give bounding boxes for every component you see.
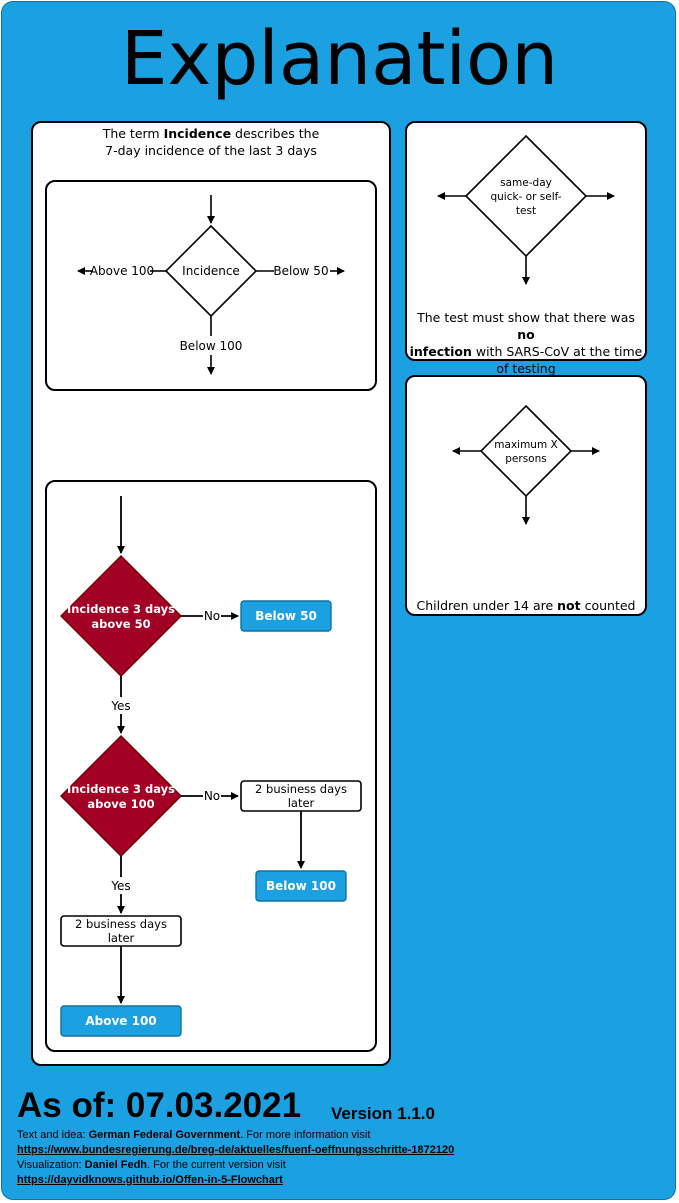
persons-diagram: maximum X persons [452,404,600,525]
as-of-date: As of: 07.03.2021 [17,1086,302,1125]
decision-above-50-line-1: Incidence 3 days [67,602,175,616]
source-link-line: https://www.bundesregierung.de/breg-de/a… [17,1143,454,1158]
below-100-label: Below 100 [180,339,243,353]
test-diamond-line-3: test [516,205,536,217]
result-above-100-label: Above 100 [85,1014,156,1028]
incidence-diagram: Incidence Above 100 Below 50 Below 100 [77,195,345,375]
above-100-label: Above 100 [90,264,154,278]
result-below-100 [255,870,347,902]
persons-diamond-line-1: maximum X [494,439,557,451]
incidence-diamond-label: Incidence [182,264,240,278]
version-link-line: https://dayvidknows.github.io/Offen-in-5… [17,1173,283,1188]
visualization-credit-line: Visualization: Daniel Fedh. For the curr… [17,1159,286,1171]
test-diagram: same-day quick- or self- test [437,134,615,285]
version-label: Version 1.1.0 [331,1104,435,1123]
result-below-50-label: Below 50 [255,609,317,623]
decision-above-50 [60,555,182,677]
wait-box-left-line-1: 2 business days [75,917,167,931]
test-note: The test must show that there was no inf… [409,310,643,376]
result-below-50 [240,600,332,632]
wait-box-left-line-2: later [108,931,135,945]
test-diamond-line-1: same-day [500,177,552,189]
result-above-100 [60,1005,182,1037]
yes-label-2: Yes [110,879,130,893]
incidence-term: Incidence [163,126,232,141]
below-50-label: Below 50 [273,264,328,278]
persons-note: Children under 14 are not counted [416,598,636,613]
main-flowchart: Incidence 3 days above 50 No Below 50 Ye… [60,496,362,1037]
wait-box-right-line-1: 2 business days [255,782,347,796]
test-diamond-line-2: quick- or self- [490,191,561,203]
page-title: Explanation [120,16,559,102]
incidence-note: The term Incidence describes the 7-day i… [102,126,320,158]
persons-diamond [479,404,573,498]
no-label-2: No [204,789,220,803]
credit-text-line: Text and idea: German Federal Government… [17,1129,371,1141]
result-below-100-label: Below 100 [266,879,336,893]
persons-diamond-line-2: persons [505,453,546,465]
wait-box-right-line-2: later [288,796,315,810]
decision-above-100-line-1: Incidence 3 days [67,782,175,796]
decision-above-100 [60,735,182,857]
yes-label-1: Yes [110,699,130,713]
government-source-link[interactable]: https://www.bundesregierung.de/breg-de/a… [17,1144,455,1156]
current-version-link[interactable]: https://dayvidknows.github.io/Offen-in-5… [17,1174,283,1186]
decision-above-50-line-2: above 50 [91,617,150,631]
no-label-1: No [204,609,220,623]
decision-above-100-line-2: above 100 [87,797,154,811]
